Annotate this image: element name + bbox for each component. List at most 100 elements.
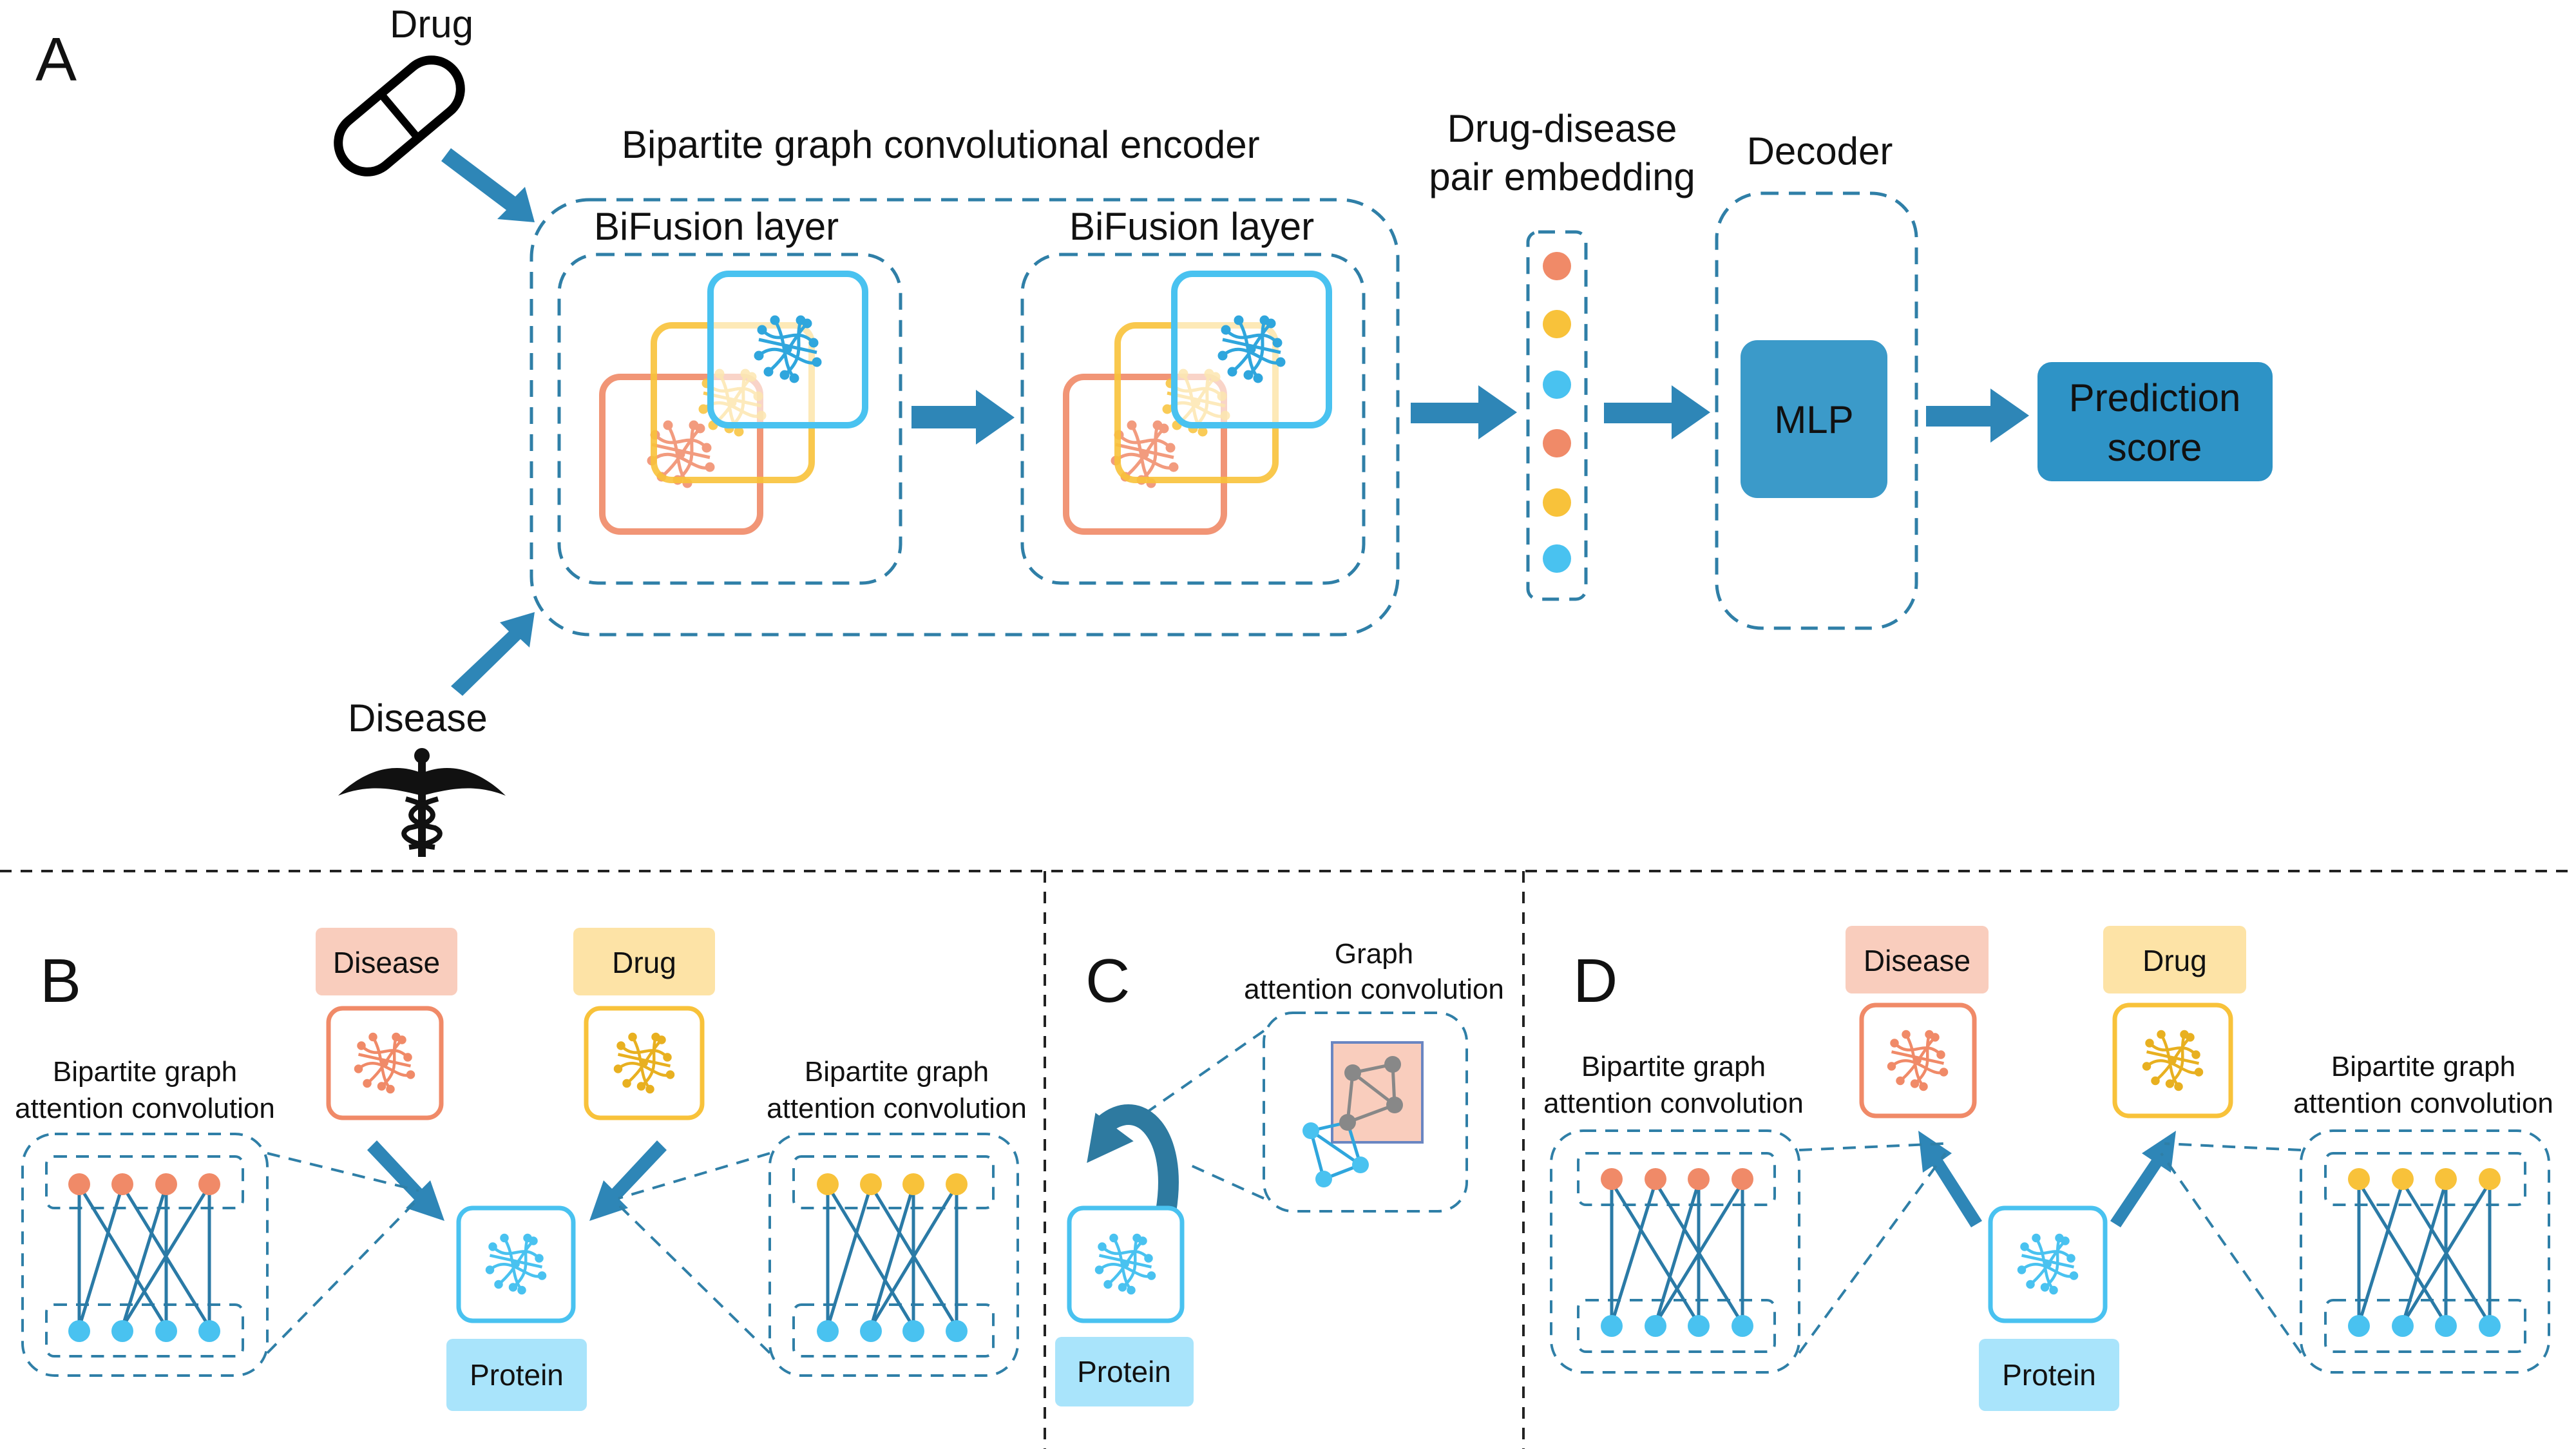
panel-c: C Graph attention convolution [1055,938,1504,1406]
embedding-dot [1543,310,1571,338]
drug-label: Drug [390,3,473,46]
left-conv-title-line2: attention convolution [1543,1088,1804,1119]
left-bipartite-disease-nodes [1601,1168,1753,1190]
protein-tag [446,1339,587,1411]
bifusion-arrow [911,390,1015,445]
drug-to-protein-arrow [589,1140,667,1221]
left-bipartite-edges [77,1184,211,1329]
right-conv-title-line2: attention convolution [2293,1088,2553,1119]
graph-conv-nodes [1302,1056,1403,1187]
disease-to-encoder-arrow [451,612,535,696]
right-bipartite-edges [2357,1181,2492,1325]
graph-conv-box [1263,1012,1468,1213]
embedding-to-decoder-arrow [1604,385,1710,439]
left-zoom-line-bottom [1798,1152,1947,1354]
pair-embedding-title-line1: Drug-disease [1447,107,1677,150]
mlp-box [1741,340,1887,498]
left-conv-title-line1: Bipartite graph [1581,1051,1766,1082]
disease-tag-label: Disease [333,946,440,979]
left-bipartite-edges [1610,1181,1744,1325]
panel-c-letter: C [1085,946,1130,1015]
left-bipartite-top-group [1577,1152,1776,1206]
panel-a-letter: A [35,25,77,94]
right-bipartite-protein-nodes [2348,1315,2501,1337]
disease-tag-label: Disease [1864,944,1970,977]
left-bipartite-protein-nodes [68,1320,220,1342]
right-zoom-line-bottom [2160,1152,2302,1354]
disease-to-protein-arrow [367,1140,444,1221]
left-bipartite-box [1550,1129,1800,1374]
embedding-dot [1543,488,1571,517]
right-bipartite-protein-nodes [817,1320,968,1342]
embedding-dot [1543,252,1571,280]
pair-embedding-title-line2: pair embedding [1429,155,1695,198]
bifusion-layer-1-title: BiFusion layer [594,205,839,248]
left-zoom-line-bottom [266,1197,420,1354]
c-zoom-line-top [1142,1030,1265,1116]
drug-to-encoder-arrow [441,148,535,222]
drug-tag [2103,926,2246,993]
encoder-box [530,198,1400,637]
right-conv-title-line1: Bipartite graph [805,1056,989,1088]
protein-tag [1979,1339,2119,1411]
bifusion-layer-2-title: BiFusion layer [1069,205,1314,248]
prediction-score-box [2037,362,2273,481]
graph-conv-title-line2: attention convolution [1244,974,1504,1005]
right-bipartite-bottom-group [792,1303,995,1358]
left-bipartite-bottom-group [45,1303,244,1358]
protein-tag-label: Protein [470,1358,564,1392]
right-bipartite-drug-nodes [817,1173,968,1195]
prediction-score-line2: score [2108,426,2202,469]
left-bipartite-bottom-group [1577,1299,1776,1353]
decoder-title: Decoder [1747,130,1893,173]
right-zoom-line-bottom [617,1204,771,1354]
self-loop-arrow [1087,1104,1179,1213]
protein-tag [1055,1337,1194,1406]
embedding-dots [1543,252,1571,573]
drug-tag-label: Drug [2142,944,2207,977]
drug-tag [573,928,715,995]
protein-tag-label: Protein [2002,1358,2096,1392]
pair-embedding-box [1526,230,1588,601]
caduceus-icon [338,748,506,857]
left-bipartite-disease-nodes [68,1173,220,1195]
bifusion-layer-1-box [557,253,902,585]
right-zoom-line-top [2164,1142,2302,1151]
left-zoom-line-top [1798,1142,1945,1151]
right-bipartite-box [768,1133,1019,1377]
disease-tag [316,928,457,995]
panel-d-letter: D [1573,946,1617,1015]
encoder-to-embedding-arrow [1411,385,1517,439]
mlp-label: MLP [1774,398,1853,441]
right-bipartite-box [2300,1129,2550,1374]
protein-tag-label: Protein [1077,1355,1171,1388]
disease-label: Disease [348,696,488,740]
left-bipartite-box [21,1133,269,1377]
decoder-box [1715,191,1918,630]
prediction-score-line1: Prediction [2069,376,2241,419]
right-bipartite-drug-nodes [2348,1168,2501,1190]
embedding-dot [1543,429,1571,457]
protein-to-disease-arrow [1918,1131,1982,1227]
embedding-dot [1543,544,1571,573]
encoder-title: Bipartite graph convolutional encoder [622,123,1260,166]
graph-conv-title-line1: Graph [1335,938,1413,970]
bifusion-layer-2-box [1020,253,1366,585]
panel-b-letter: B [40,946,81,1015]
left-bipartite-top-group [45,1155,244,1209]
right-conv-title-line2: attention convolution [767,1093,1027,1124]
panel-b: B Disease Drug Protein Bipartite graph a… [15,928,1027,1411]
pill-icon [334,55,465,177]
embedding-dot [1543,370,1571,399]
protein-to-drug-arrow [2110,1131,2176,1227]
bifusion-layer-2-network-stack [1063,271,1332,535]
right-bipartite-top-group [792,1155,995,1209]
drug-tag-label: Drug [612,946,676,979]
c-zoom-line-bottom [1185,1162,1264,1200]
bifusion-layer-1-network-stack [599,271,868,535]
decoder-to-score-arrow [1926,389,2029,443]
right-bipartite-edges [826,1184,959,1329]
left-zoom-line-top [267,1152,419,1192]
right-conv-title-line1: Bipartite graph [2331,1051,2515,1082]
